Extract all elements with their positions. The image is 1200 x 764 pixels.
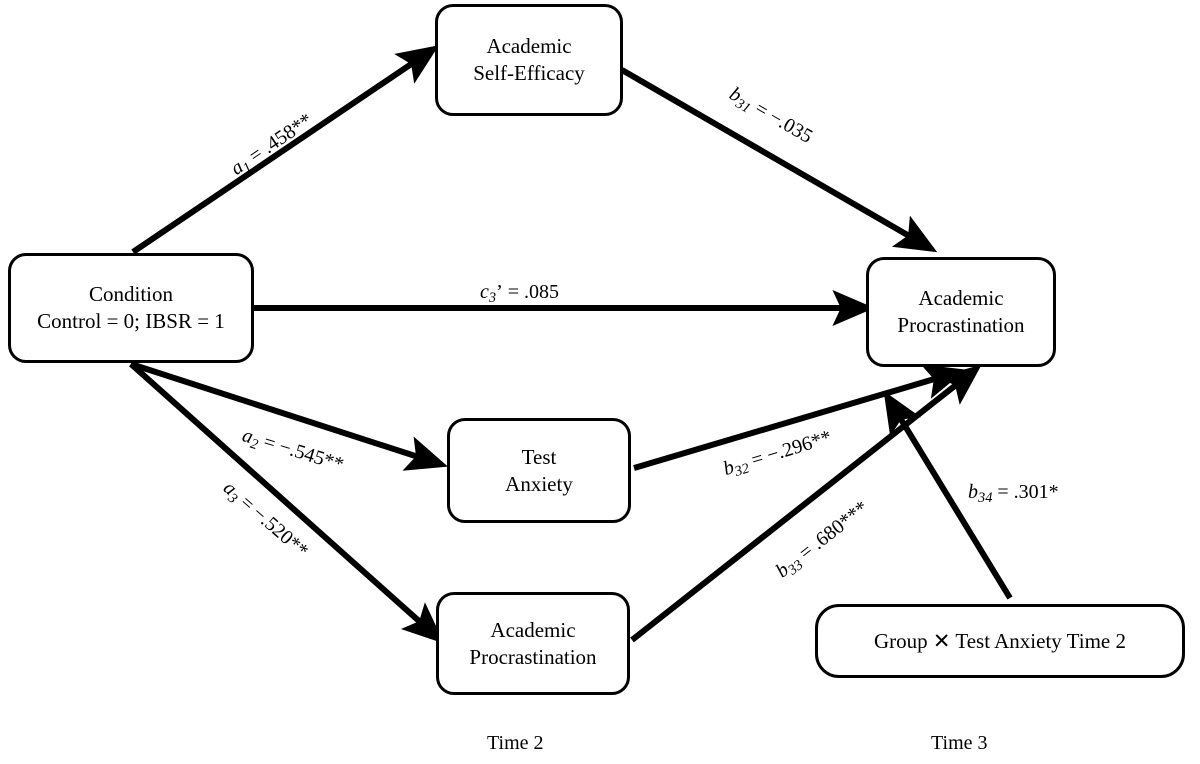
path-label-b34-value: = .301: [997, 481, 1049, 503]
path-arrow-b32: [633, 364, 967, 471]
node-test-anxiety[interactable]: Test Anxiety: [447, 418, 631, 523]
node-academic-procrastination-time3-label: Academic Procrastination: [897, 286, 1025, 337]
node-academic-self-efficacy-label: Academic Self-Efficacy: [473, 34, 585, 85]
path-label-c3: c3’ = .085: [480, 281, 559, 307]
path-label-c3-value: = .085: [507, 281, 560, 303]
timeline-label-time2: Time 2: [487, 732, 544, 754]
path-arrow-a3: [129, 361, 445, 644]
path-arrow-a2: [130, 361, 448, 471]
node-academic-procrastination-time2-label: Academic Procrastination: [469, 617, 597, 669]
node-group-x-test-anxiety-interaction-label: Group ✕ Test Anxiety Time 2: [873, 628, 1126, 653]
path-arrow-b33: [630, 364, 982, 643]
node-group-x-test-anxiety-interaction[interactable]: Group ✕ Test Anxiety Time 2: [815, 604, 1185, 678]
path-label-b34-stars: *: [1048, 481, 1059, 503]
node-condition[interactable]: Condition Control = 0; IBSR = 1: [8, 253, 254, 363]
path-arrow-a1: [131, 45, 439, 255]
path-label-c3-name: c: [480, 281, 489, 303]
path-label-b34: b34 = .301*: [968, 481, 1059, 507]
path-arrow-b31: [620, 67, 938, 253]
node-condition-label: Condition Control = 0; IBSR = 1: [37, 282, 225, 333]
node-academic-procrastination-time3[interactable]: Academic Procrastination: [866, 257, 1056, 367]
path-label-c3-sub: 3: [488, 290, 497, 307]
node-test-anxiety-label: Test Anxiety: [505, 444, 573, 496]
path-arrow-b34: [883, 390, 1013, 600]
path-label-c3-prime: ’: [496, 281, 503, 303]
timeline-label-time3: Time 3: [931, 732, 988, 754]
path-label-b34-sub: 34: [978, 490, 993, 507]
path-label-b34-name: b: [968, 481, 978, 503]
node-academic-self-efficacy[interactable]: Academic Self-Efficacy: [435, 4, 623, 116]
node-academic-procrastination-time2[interactable]: Academic Procrastination: [436, 592, 630, 695]
